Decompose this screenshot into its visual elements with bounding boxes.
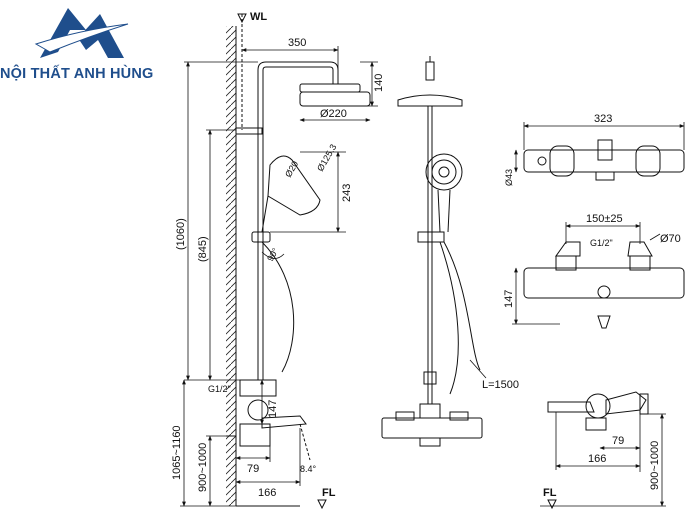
hose-leader-line [469, 359, 487, 379]
valve-centers-dim: 150±25 [586, 213, 623, 225]
valve-side-spout-dim: 79 [612, 435, 624, 447]
valve-front-view [523, 241, 685, 329]
fl-right-marker [547, 499, 557, 510]
brand-name: NỘI THẤT ANH HÙNG [0, 66, 154, 82]
head-diameter-dim: Ø220 [320, 108, 347, 120]
wl-label: WL [250, 11, 267, 23]
valve-side-mount-dim: 900~1000 [649, 441, 661, 490]
arm-width-dim: 350 [288, 37, 306, 49]
valve-side-dimension-lines [540, 412, 666, 507]
head-height-dim: 140 [373, 74, 385, 92]
valve-front-dimension-lines [512, 222, 661, 325]
spout-angle-dim: 8.4° [300, 464, 317, 474]
valve-depth-dim: Ø43 [504, 169, 514, 186]
valve-top-view [523, 139, 685, 181]
valve-top-dimension-lines [514, 122, 685, 173]
front-view [381, 56, 483, 447]
side-spout-dim: 79 [247, 463, 259, 475]
valve-height-dim: 147 [267, 400, 279, 418]
fl-right-label: FL [543, 487, 557, 499]
valve-side-reach-dim: 166 [588, 453, 606, 465]
total-height-dim: (1060) [175, 218, 187, 250]
side-thread-dim: G1/2" [208, 384, 231, 394]
valve-width-dim: 323 [594, 113, 612, 125]
valve-side-view [547, 391, 649, 431]
escutcheon-dim: Ø70 [660, 233, 681, 245]
side-view-dimension-lines [180, 46, 378, 507]
side-view [226, 13, 371, 510]
handshower-diameter-dim: Ø125.3 [315, 142, 338, 173]
rail-height-dim: (845) [197, 236, 209, 262]
side-spout-reach-dim: 166 [258, 487, 276, 499]
valve-mount-dim: 900~1000 [197, 443, 209, 492]
fl-side-label: FL [322, 487, 336, 499]
valve-thread-dim: G1/2" [590, 238, 613, 248]
valve-front-height-dim: 147 [503, 290, 515, 308]
hose-length-dim: L=1500 [482, 379, 519, 391]
handshower-small-dim: Ø20 [283, 159, 300, 179]
a-h-monogram-logo [34, 8, 129, 58]
mount-range-dim: 1065~1160 [171, 425, 183, 480]
slide-length-dim: 243 [341, 184, 353, 202]
